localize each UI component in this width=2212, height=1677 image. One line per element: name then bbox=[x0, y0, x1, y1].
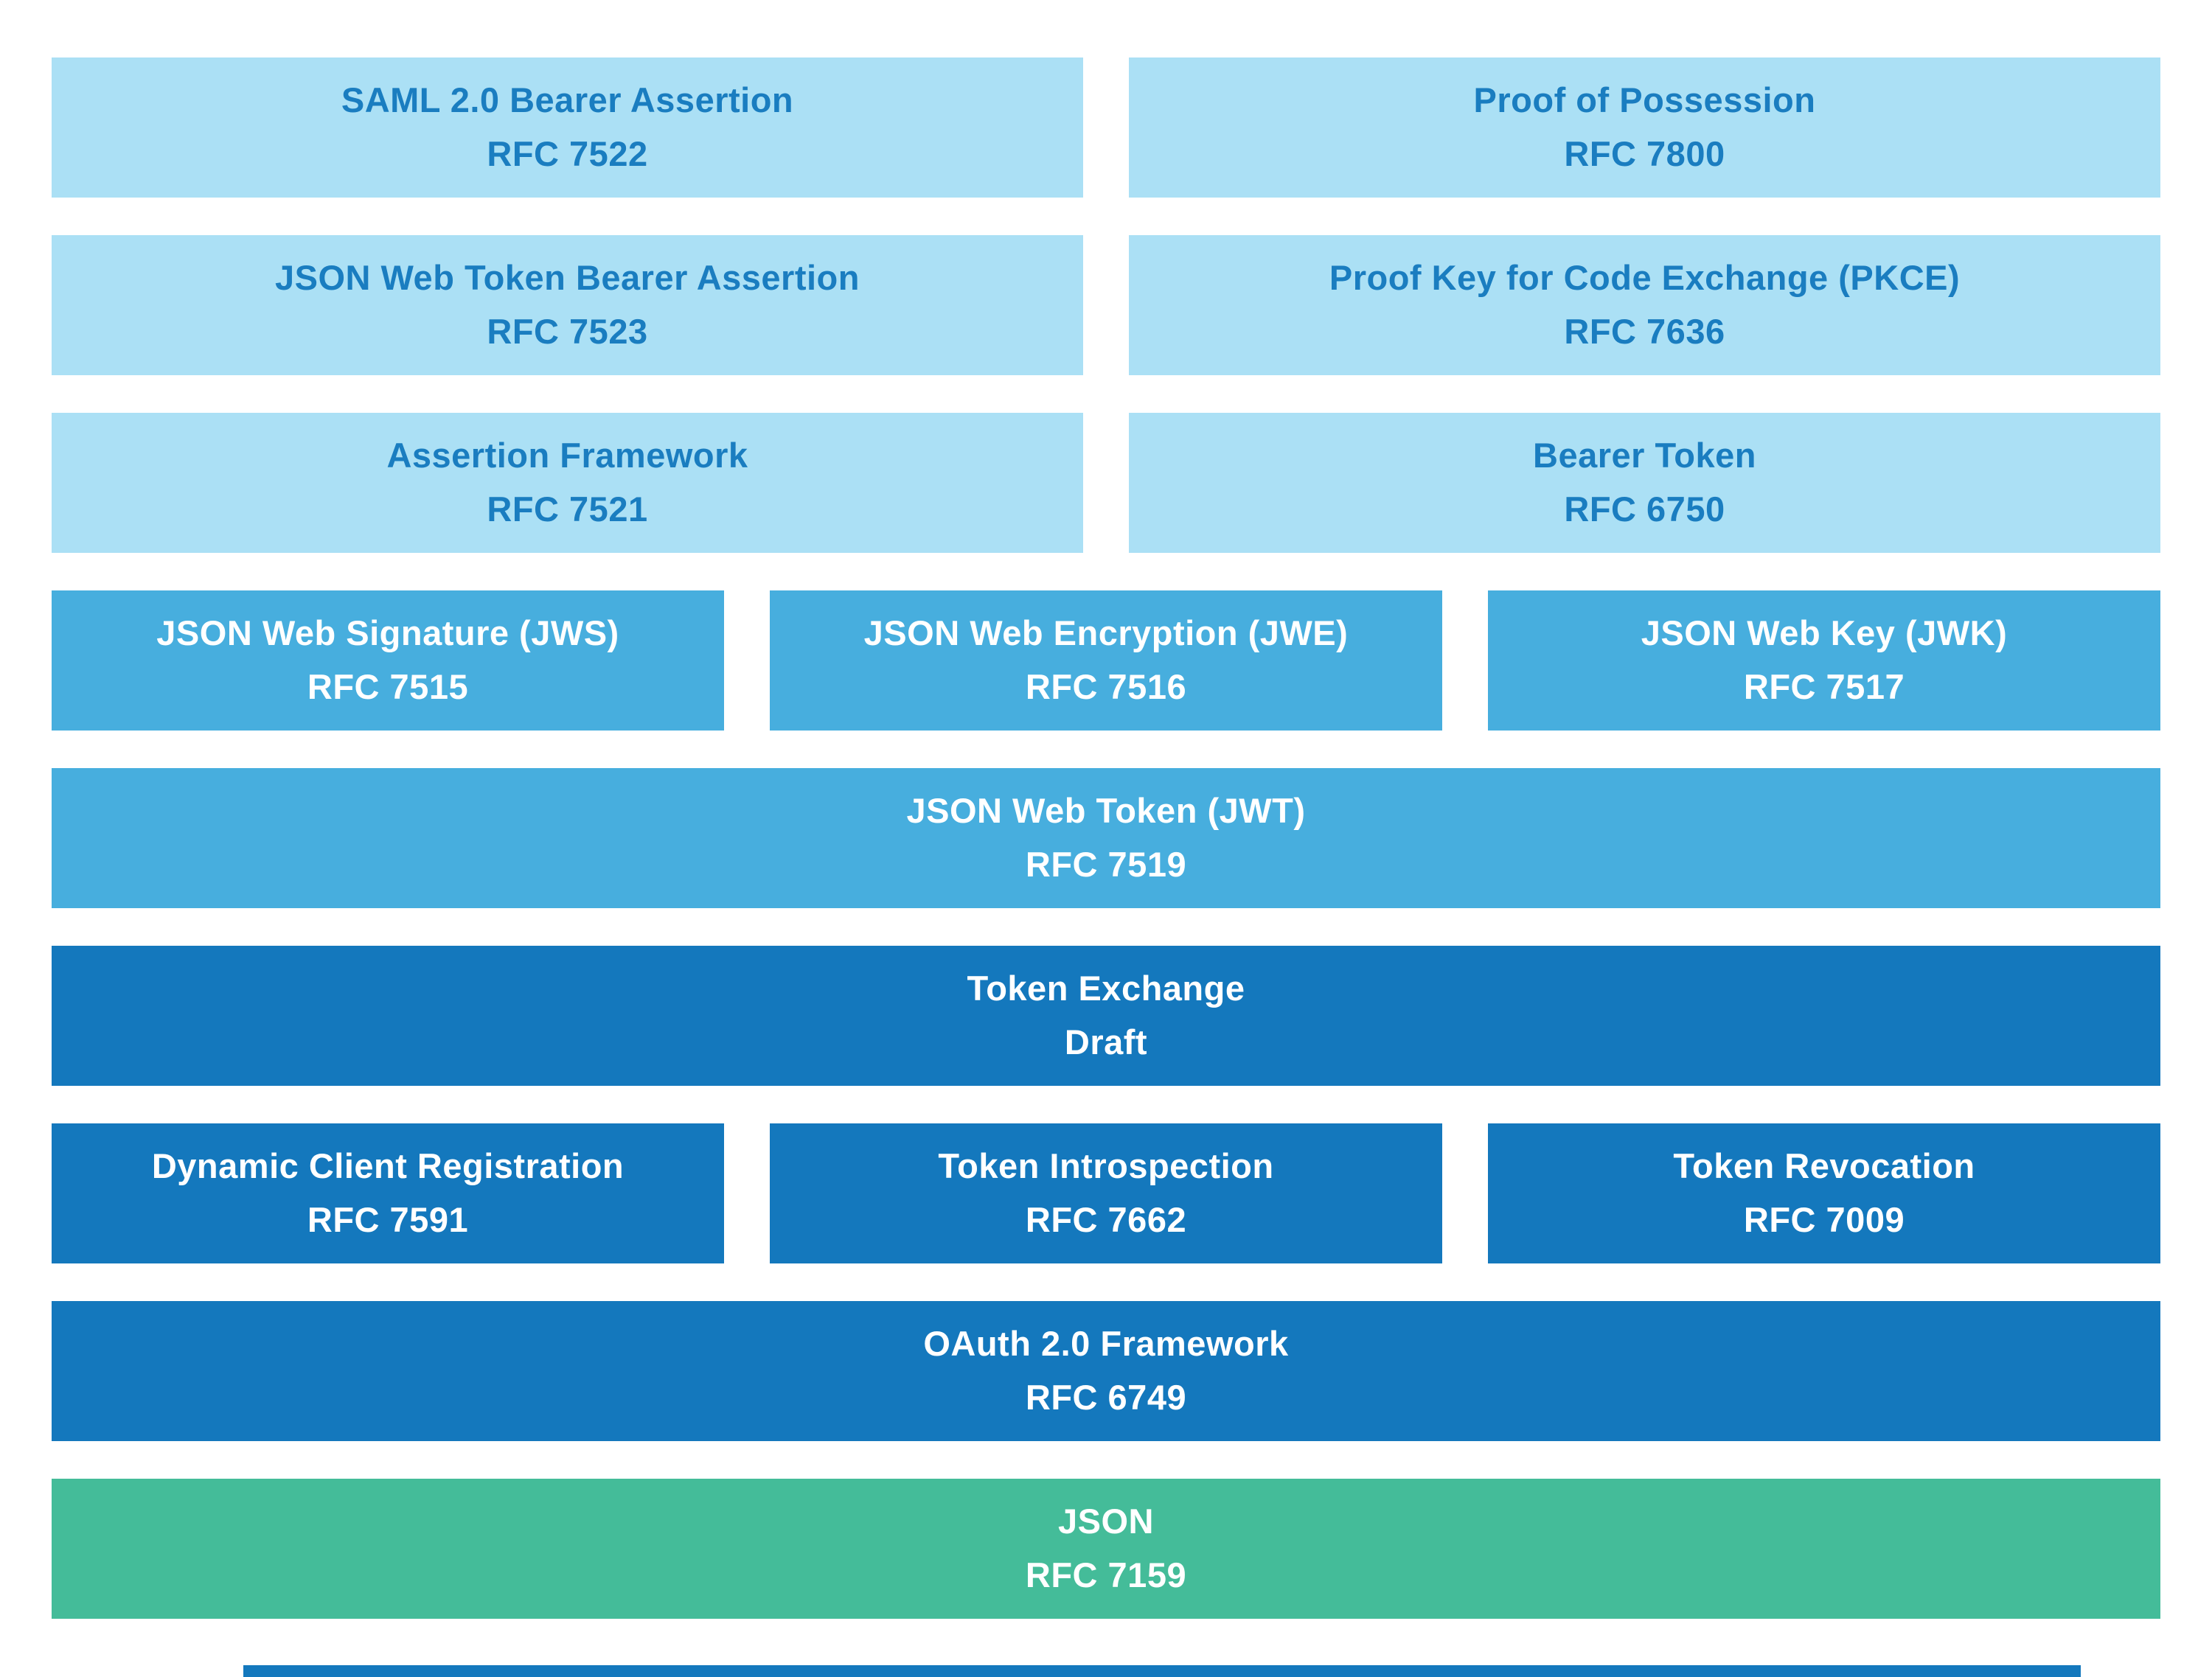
box-title: Proof of Possession bbox=[1473, 80, 1816, 120]
box-title: JSON Web Token (JWT) bbox=[906, 791, 1306, 831]
box-title: JSON Web Signature (JWS) bbox=[156, 613, 619, 653]
box-title: SAML 2.0 Bearer Assertion bbox=[341, 80, 794, 120]
box-title: JSON Web Key (JWK) bbox=[1641, 613, 2008, 653]
box-title: JSON Web Encryption (JWE) bbox=[863, 613, 1349, 653]
box-rfc: RFC 6750 bbox=[1564, 489, 1725, 529]
box-title: Dynamic Client Registration bbox=[151, 1146, 625, 1186]
box-title: Token Exchange bbox=[967, 969, 1245, 1008]
box-rfc: RFC 7800 bbox=[1564, 134, 1725, 173]
diagram-row: JSON RFC 7159 bbox=[52, 1479, 2160, 1619]
box-rfc: RFC 7009 bbox=[1743, 1200, 1905, 1239]
box-title: JSON bbox=[1058, 1502, 1154, 1541]
rfc-box-json-web-signature: JSON Web Signature (JWS) RFC 7515 bbox=[52, 590, 724, 731]
box-rfc: RFC 7662 bbox=[1025, 1200, 1187, 1239]
box-rfc: RFC 7521 bbox=[487, 489, 648, 529]
box-rfc: RFC 7522 bbox=[487, 134, 648, 173]
box-rfc: RFC 7523 bbox=[487, 312, 648, 351]
box-rfc: RFC 7159 bbox=[1025, 1555, 1187, 1594]
rfc-box-proof-key-for-code-exchange: Proof Key for Code Exchange (PKCE) RFC 76… bbox=[1129, 235, 2160, 375]
box-rfc: RFC 6749 bbox=[1025, 1378, 1187, 1417]
box-rfc: RFC 7515 bbox=[307, 667, 469, 706]
box-rfc: Draft bbox=[1064, 1022, 1148, 1061]
box-rfc: RFC 7591 bbox=[307, 1200, 469, 1239]
box-title: OAuth 2.0 Framework bbox=[923, 1324, 1289, 1364]
rfc-box-json-web-key: JSON Web Key (JWK) RFC 7517 bbox=[1488, 590, 2160, 731]
rfc-box-json: JSON RFC 7159 bbox=[52, 1479, 2160, 1619]
box-rfc: RFC 7519 bbox=[1025, 845, 1187, 884]
box-title: Token Revocation bbox=[1673, 1146, 1975, 1186]
cropped-bottom-box bbox=[243, 1665, 2081, 1677]
box-rfc: RFC 7516 bbox=[1025, 667, 1187, 706]
box-title: Token Introspection bbox=[938, 1146, 1274, 1186]
box-rfc: RFC 7636 bbox=[1564, 312, 1725, 351]
box-title: Proof Key for Code Exchange (PKCE) bbox=[1329, 258, 1961, 298]
box-title: JSON Web Token Bearer Assertion bbox=[275, 258, 860, 298]
box-rfc: RFC 7517 bbox=[1743, 667, 1905, 706]
rfc-box-json-web-encryption: JSON Web Encryption (JWE) RFC 7516 bbox=[770, 590, 1442, 731]
rfc-box-json-web-token: JSON Web Token (JWT) RFC 7519 bbox=[52, 768, 2160, 908]
box-title: Assertion Framework bbox=[386, 436, 748, 475]
diagram-row: JSON Web Token (JWT) RFC 7519 bbox=[52, 768, 2160, 908]
box-title: Bearer Token bbox=[1533, 436, 1756, 475]
